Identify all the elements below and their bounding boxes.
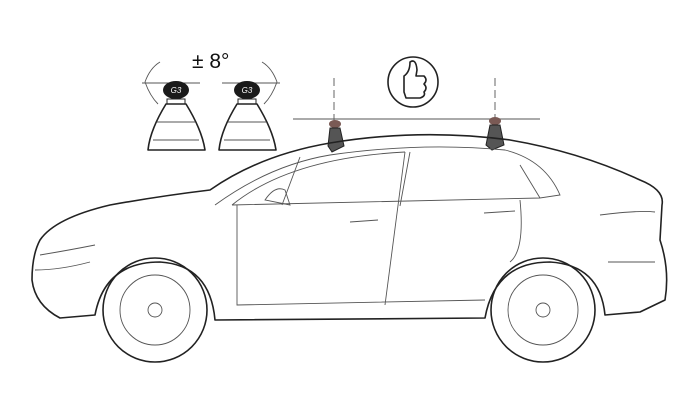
rack-foot-detail-left: G3 xyxy=(142,61,206,151)
rack-foot-detail-right: G3 xyxy=(218,61,280,151)
rear-wheel xyxy=(490,257,596,363)
front-wheel xyxy=(102,257,208,363)
tilt-angle-label: ± 8° xyxy=(192,50,230,73)
svg-text:G3: G3 xyxy=(242,86,253,95)
thumbs-up-icon xyxy=(387,56,439,108)
car-body xyxy=(31,133,668,321)
rack-foot-front xyxy=(327,120,345,153)
svg-text:G3: G3 xyxy=(171,86,182,95)
rack-foot-rear xyxy=(485,117,505,151)
